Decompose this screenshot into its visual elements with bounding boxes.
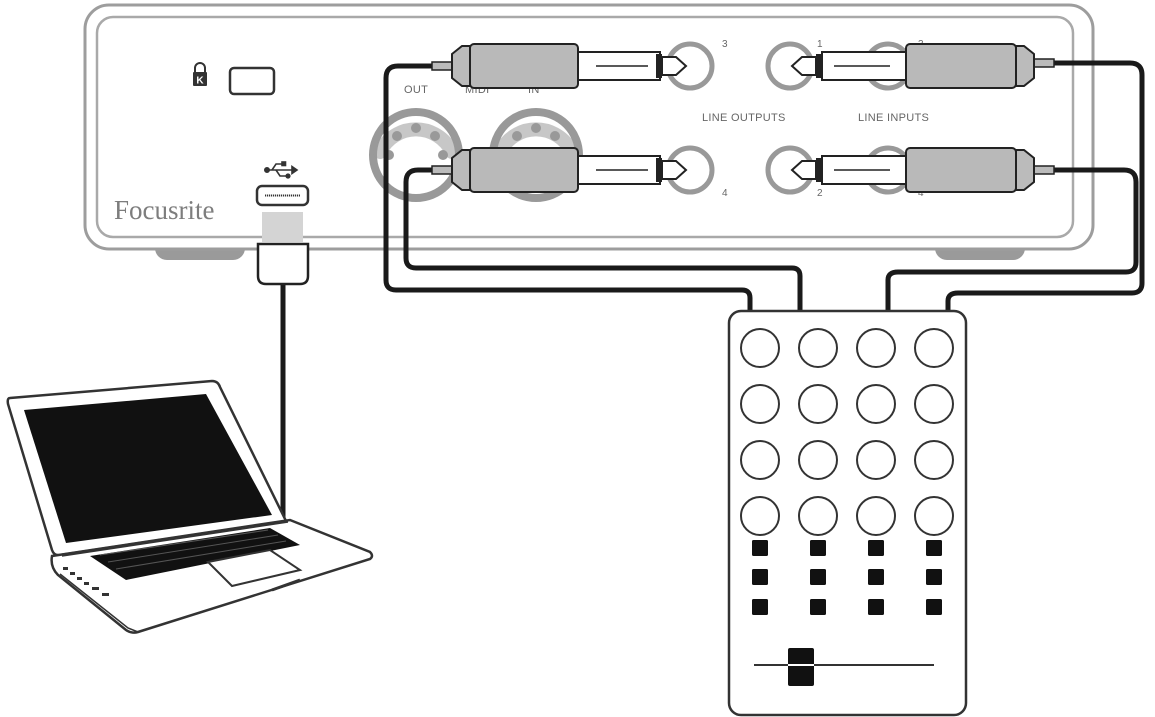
kensington-glyph: K <box>196 76 204 87</box>
controller-pad <box>914 440 954 480</box>
laptop <box>6 379 374 634</box>
controller-pad <box>856 440 896 480</box>
midi-in-label: IN <box>528 84 540 96</box>
controller-button <box>810 540 826 556</box>
controller-body <box>727 309 968 717</box>
cable-line-input-4 <box>885 167 1139 314</box>
laptop-keyboard <box>90 528 300 580</box>
controller-button <box>868 599 884 615</box>
controller-button <box>926 540 942 556</box>
controller-pad <box>856 384 896 424</box>
line-output-4-number: 4 <box>722 188 728 199</box>
usb-c-port <box>255 184 310 207</box>
line-inputs-label: LINE INPUTS <box>858 112 929 124</box>
cable-line-output-4 <box>403 167 803 314</box>
controller-button <box>926 569 942 585</box>
controller-button-grid <box>752 540 942 615</box>
controller-button <box>810 569 826 585</box>
laptop-ports <box>63 567 109 596</box>
controller-pad <box>798 496 838 536</box>
controller-pad <box>798 384 838 424</box>
controller-button <box>926 599 942 615</box>
jack-plug-output-3 <box>431 43 688 89</box>
controller-pad <box>740 440 780 480</box>
usb-symbol-icon <box>263 161 299 179</box>
brand-logo: Focusrite <box>114 195 215 225</box>
controller-button <box>810 599 826 615</box>
controller-pad <box>740 328 780 368</box>
controller-pad-grid <box>740 328 954 536</box>
controller-pad <box>914 496 954 536</box>
cable-line-output-3 <box>383 63 753 314</box>
controller-pad <box>740 496 780 536</box>
controller-button <box>752 569 768 585</box>
midi-out-label: OUT <box>404 84 428 96</box>
jack-plug-input-2 <box>790 147 1055 193</box>
line-input-4-number: 4 <box>918 188 924 199</box>
controller-button <box>752 599 768 615</box>
cable-line-input-3 <box>945 60 1145 314</box>
kensington-slot <box>228 66 276 96</box>
controller-button <box>868 540 884 556</box>
controller-pad <box>856 496 896 536</box>
midi-controller <box>727 309 968 717</box>
line-input-1-number: 1 <box>817 39 823 50</box>
controller-pad <box>914 384 954 424</box>
jack-plug-input-1 <box>790 43 1055 89</box>
controller-pad <box>740 384 780 424</box>
controller-pad <box>914 328 954 368</box>
usb-c-plug <box>256 212 310 286</box>
controller-button <box>868 569 884 585</box>
line-outputs-label: LINE OUTPUTS <box>702 112 786 124</box>
jack-plug-output-4 <box>431 147 688 193</box>
laptop-screen <box>24 394 272 543</box>
crossfader-knob <box>788 648 814 686</box>
controller-pad <box>856 328 896 368</box>
controller-pad <box>798 440 838 480</box>
controller-button <box>752 540 768 556</box>
laptop-trackpad <box>205 548 303 588</box>
controller-pad <box>798 328 838 368</box>
line-output-3-number: 3 <box>722 39 728 50</box>
cables <box>280 60 1145 519</box>
kensington-lock-icon: K <box>193 62 207 87</box>
line-input-2-number: 2 <box>817 188 823 199</box>
